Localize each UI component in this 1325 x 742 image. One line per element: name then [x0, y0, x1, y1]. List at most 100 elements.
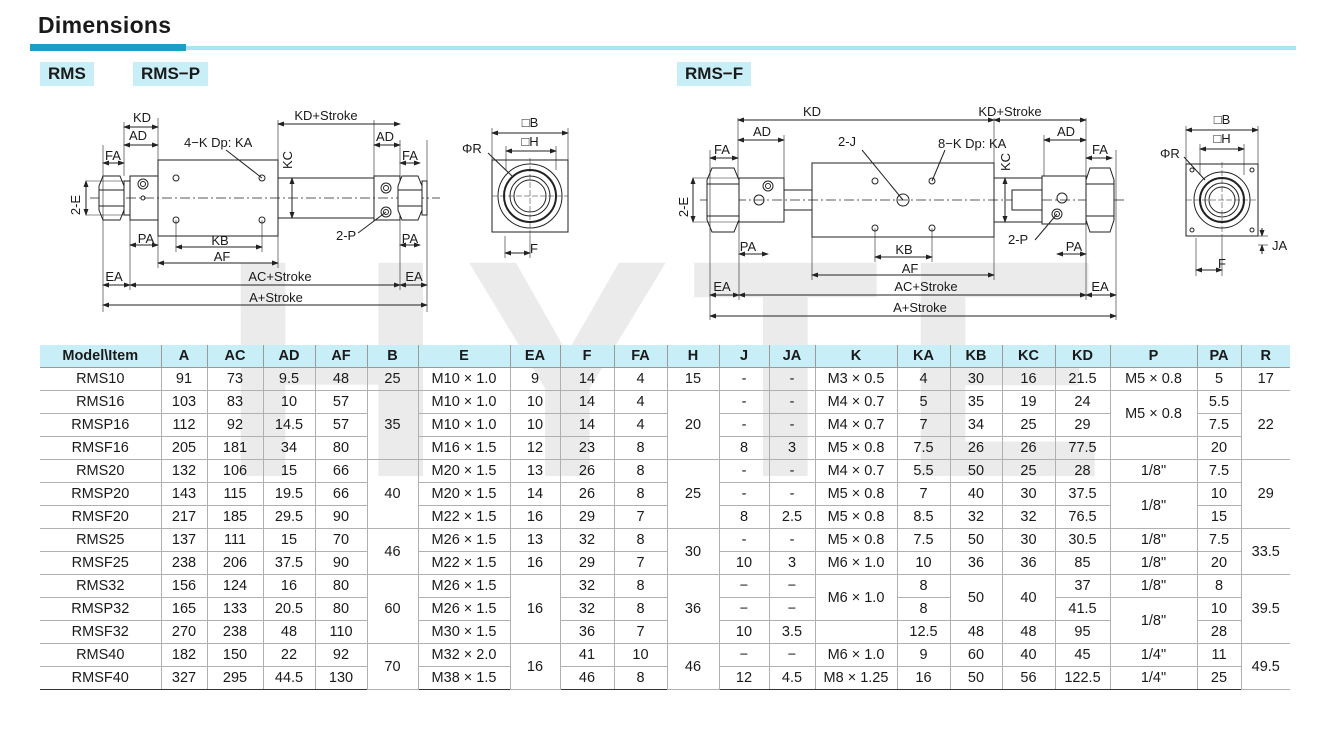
table-cell: 21.5	[1054, 367, 1111, 391]
column-header: KC	[1001, 345, 1056, 368]
table-cell: 80	[314, 574, 368, 598]
dimension-drawings: KD AD FA 4−K Dp: KA KD+Stroke AD FA KC 2…	[68, 104, 1288, 320]
table-cell: 32	[559, 528, 615, 552]
table-cell: 45	[1054, 643, 1111, 667]
table-cell: 56	[1001, 666, 1056, 690]
dim-pa-right: PA	[402, 231, 419, 246]
table-cell: 40	[366, 459, 419, 529]
table-cell: 29	[1054, 413, 1111, 437]
table-cell: M26 × 1.5	[417, 597, 511, 621]
table-cell: M6 × 1.0	[814, 551, 898, 575]
column-header: H	[666, 345, 720, 368]
page-title: Dimensions	[38, 12, 172, 38]
table-cell: 133	[206, 597, 264, 621]
table-cell: 205	[160, 436, 208, 460]
table-cell: 35	[949, 390, 1003, 414]
table-cell: M32 × 2.0	[417, 643, 511, 667]
column-header: KB	[949, 345, 1003, 368]
table-cell: 3.5	[768, 620, 816, 644]
dim-kd-stroke-f: KD+Stroke	[978, 104, 1041, 119]
table-cell: 48	[949, 620, 1003, 644]
table-cell: 7	[613, 551, 668, 575]
table-cell: -	[718, 528, 770, 552]
table-cell: 10	[509, 413, 561, 437]
end-view-rms	[487, 128, 569, 258]
table-cell: 80	[314, 597, 368, 621]
table-cell: 92	[206, 413, 264, 437]
table-cell: 10	[1196, 597, 1241, 621]
dim-pa-f: PA	[740, 239, 757, 254]
table-cell: -	[718, 390, 770, 414]
column-header: P	[1109, 345, 1198, 368]
table-cell: 7.5	[896, 436, 951, 460]
table-cell: 143	[160, 482, 208, 506]
table-cell: 11	[1196, 643, 1242, 667]
table-cell: M5 × 0.8	[1109, 367, 1198, 391]
column-header: PA	[1196, 345, 1242, 368]
table-cell: 25	[366, 367, 419, 391]
table-cell: 12	[718, 666, 770, 690]
table-cell: 14.5	[262, 413, 316, 437]
table-cell: 28	[1054, 459, 1111, 483]
table-cell: 8	[613, 597, 668, 621]
table-cell: 70	[366, 643, 419, 690]
table-cell: 36	[1001, 551, 1056, 575]
table-cell: 16	[509, 574, 561, 644]
table-cell: 12.5	[896, 620, 951, 644]
table-cell: 90	[314, 505, 368, 529]
table-cell: 25	[666, 459, 720, 529]
column-header: FA	[613, 345, 668, 368]
table-cell: 8	[613, 459, 668, 483]
table-cell: 8	[1196, 574, 1242, 598]
column-header: KA	[896, 345, 951, 368]
table-cell: −	[768, 574, 816, 598]
table-cell: 83	[206, 390, 264, 414]
table-cell: RMS25	[40, 528, 162, 552]
table-cell: 50	[949, 666, 1003, 690]
dim-fa-f-right: FA	[1092, 142, 1108, 157]
table-cell: 73	[206, 367, 264, 391]
table-cell: M8 × 1.25	[814, 666, 898, 690]
table-cell: 41	[559, 643, 615, 667]
table-cell: 8	[718, 436, 770, 460]
table-cell: 46	[559, 666, 615, 690]
table-cell: 8	[613, 436, 668, 460]
table-cell: 29.5	[262, 505, 316, 529]
table-cell: M20 × 1.5	[417, 459, 511, 483]
table-cell: M6 × 1.0	[814, 574, 898, 621]
table-cell: 44.5	[262, 666, 316, 690]
table-cell: RMS10	[40, 367, 162, 391]
table-cell: RMSF40	[40, 666, 162, 690]
table-cell: 3	[768, 436, 816, 460]
table-cell: 10	[1196, 482, 1241, 506]
table-cell: 165	[160, 597, 208, 621]
table-cell: 1/4"	[1109, 643, 1198, 667]
column-header: J	[718, 345, 770, 368]
dim-k-dp-ka-f: 8−K Dp: KA	[938, 136, 1007, 151]
dim-pa-f-right: PA	[1066, 239, 1083, 254]
table-cell: 4	[613, 413, 668, 437]
column-header: R	[1240, 345, 1290, 368]
table-cell: 106	[206, 459, 264, 483]
dim-b: □B	[522, 115, 539, 130]
table-cell: 60	[949, 643, 1003, 667]
table-cell: RMSP16	[40, 413, 162, 437]
table-cell: RMSF20	[40, 505, 162, 529]
table-cell: RMS20	[40, 459, 162, 483]
dim-ja: JA	[1272, 238, 1288, 253]
table-cell: RMSP32	[40, 597, 162, 621]
table-cell: 238	[206, 620, 264, 644]
table-cell: 14	[559, 367, 615, 391]
table-cell: 37.5	[262, 551, 316, 575]
table-cell: 91	[160, 367, 208, 391]
column-header: AD	[262, 345, 316, 368]
dim-h: □H	[521, 134, 538, 149]
table-cell: 14	[559, 390, 615, 414]
dim-kb: KB	[211, 233, 228, 248]
table-cell: 12	[509, 436, 561, 460]
table-cell: 112	[160, 413, 208, 437]
table-cell: 26	[559, 459, 615, 483]
